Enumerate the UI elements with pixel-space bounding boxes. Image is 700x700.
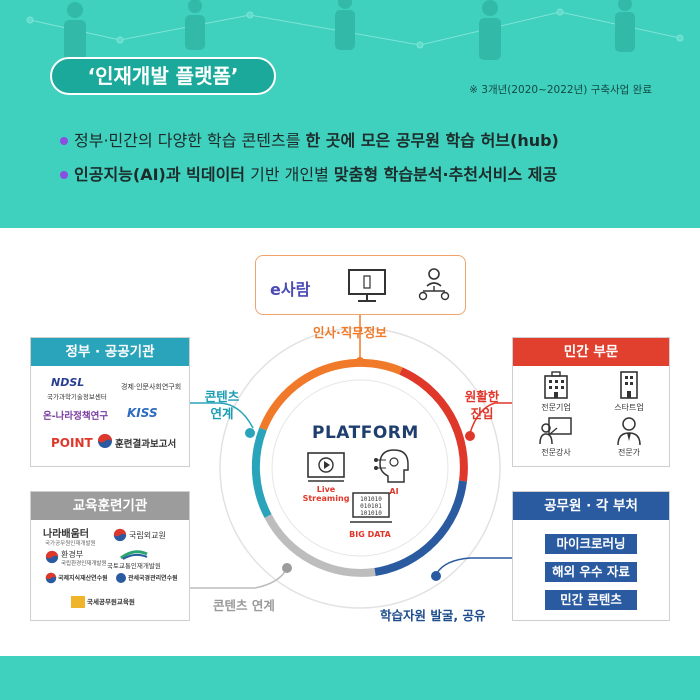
live-streaming-icon <box>307 452 345 482</box>
training-report-logo: 훈련결과보고서 <box>115 439 177 450</box>
top-banner: ‘인재개발 플랫폼’ ※ 3개년(2020~2022년) 구축사업 완료 정부·… <box>0 0 700 228</box>
ai-label: AI <box>389 487 399 496</box>
kiss-logo: KISS <box>127 406 158 420</box>
hr-info-label: 인사·직무정보 <box>313 325 387 340</box>
bullet-ai-bigdata: 인공지능(AI)과 빅데이터 기반 개인별 맞춤형 학습분석·추천서비스 제공 <box>60 164 660 198</box>
private-sector-title: 민간 부문 <box>513 338 669 366</box>
ip-institute-logo: 국제지식재산연수원 <box>58 575 108 582</box>
private-item-expert: 전문가 <box>617 448 641 457</box>
civil-servants-box: 공무원 · 각 부처 마이크로러닝 해외 우수 자료 민간 콘텐츠 <box>512 491 670 621</box>
big-data-icon: 101010 010101 101010 <box>350 492 392 523</box>
environment-emblem-icon <box>45 550 59 564</box>
civil-servants-title: 공무원 · 각 부처 <box>513 492 669 520</box>
hr-info-card: e사람 <box>255 255 466 315</box>
land-transport-logo: 국토교통인재개발원 <box>107 562 161 570</box>
tax-emblem-icon <box>71 596 85 608</box>
svg-text:101010: 101010 <box>360 496 382 503</box>
people-network-illustration <box>26 0 684 60</box>
gov-public-box: 정부 · 공공기관 NDSL 국가과학기술정보센터 경제·인문사회연구회 온-나… <box>30 337 190 467</box>
ai-head-icon <box>374 449 409 483</box>
private-item-company: 전문기업 <box>541 403 571 412</box>
tax-academy-logo: 국세공무원교육원 <box>87 598 135 606</box>
environment-institute-logo: 국립환경인재개발원 <box>61 561 107 567</box>
narabaeum-logo: 나라배움터 <box>43 529 89 540</box>
monitor-icon <box>348 269 386 302</box>
civil-item-private-content: 민간 콘텐츠 <box>545 590 637 610</box>
company-building-icon <box>544 371 568 399</box>
foreign-academy-logo: 국립외교원 <box>129 531 166 540</box>
e-saram-logo: e사람 <box>270 280 311 299</box>
government-emblem-icon <box>98 434 112 448</box>
narabaeum-subtitle: 국가공무원인재개발원 <box>45 541 96 547</box>
feature-bullets: 정부·민간의 다양한 학습 콘텐츠를 한 곳에 모은 공무원 학습 허브(hub… <box>60 130 660 198</box>
smooth-entry-label: 원활한 진입 <box>464 389 500 421</box>
customs-institute-logo: 관세국경관리연수원 <box>128 575 178 582</box>
platform-title-pill: ‘인재개발 플랫폼’ <box>50 57 276 95</box>
live-streaming-label: Live Streaming <box>302 485 350 503</box>
private-item-startup: 스타트업 <box>614 403 644 412</box>
ip-emblem-icon <box>45 572 57 584</box>
civil-item-overseas: 해외 우수 자료 <box>545 562 637 582</box>
education-training-title: 교육훈련기관 <box>31 492 189 520</box>
big-data-label: BIG DATA <box>349 530 391 539</box>
platform-title: PLATFORM <box>312 423 419 443</box>
organization-icon <box>418 268 450 301</box>
content-link-label-edu: 콘텐츠 연계 <box>213 598 275 613</box>
content-link-label-gov: 콘텐츠 연계 <box>204 389 240 421</box>
land-transport-emblem-icon <box>120 550 148 560</box>
resource-share-label: 학습자원 발굴, 공유 <box>380 608 486 623</box>
bottom-band <box>0 656 700 700</box>
expert-icon <box>617 417 641 446</box>
customs-emblem-icon <box>116 573 126 583</box>
platform-ring <box>190 315 512 609</box>
environment-ministry-logo: 환경부 <box>61 550 84 559</box>
foreign-academy-emblem-icon <box>113 528 127 542</box>
civil-item-microlearning: 마이크로러닝 <box>545 534 637 554</box>
ndsl-logo: NDSL <box>51 376 85 389</box>
lecturer-icon <box>539 417 572 445</box>
education-training-box: 교육훈련기관 나라배움터 국가공무원인재개발원 국립외교원 환경부 국립환경인재… <box>30 491 190 621</box>
svg-text:101010: 101010 <box>360 510 382 517</box>
onnara-logo: 온-나라정책연구 <box>43 411 109 422</box>
gov-public-title: 정부 · 공공기관 <box>31 338 189 366</box>
ndsl-subtitle: 국가과학기술정보센터 <box>47 393 107 401</box>
svg-text:010101: 010101 <box>360 503 382 510</box>
private-sector-box: 민간 부문 전문기업 스타트업 전문강사 전문가 <box>512 337 670 467</box>
completion-note: ※ 3개년(2020~2022년) 구축사업 완료 <box>469 84 652 96</box>
private-item-lecturer: 전문강사 <box>541 448 571 457</box>
bullet-learning-hub: 정부·민간의 다양한 학습 콘텐츠를 한 곳에 모은 공무원 학습 허브(hub… <box>60 130 660 164</box>
startup-building-icon <box>620 371 638 399</box>
point-logo: POINT <box>51 436 93 450</box>
econ-council-logo: 경제·인문사회연구회 <box>121 383 182 391</box>
platform-diagram: e사람 인사·직무정보 콘텐츠 연계 원활한 진입 콘텐츠 연계 학습자원 발굴… <box>0 228 700 656</box>
